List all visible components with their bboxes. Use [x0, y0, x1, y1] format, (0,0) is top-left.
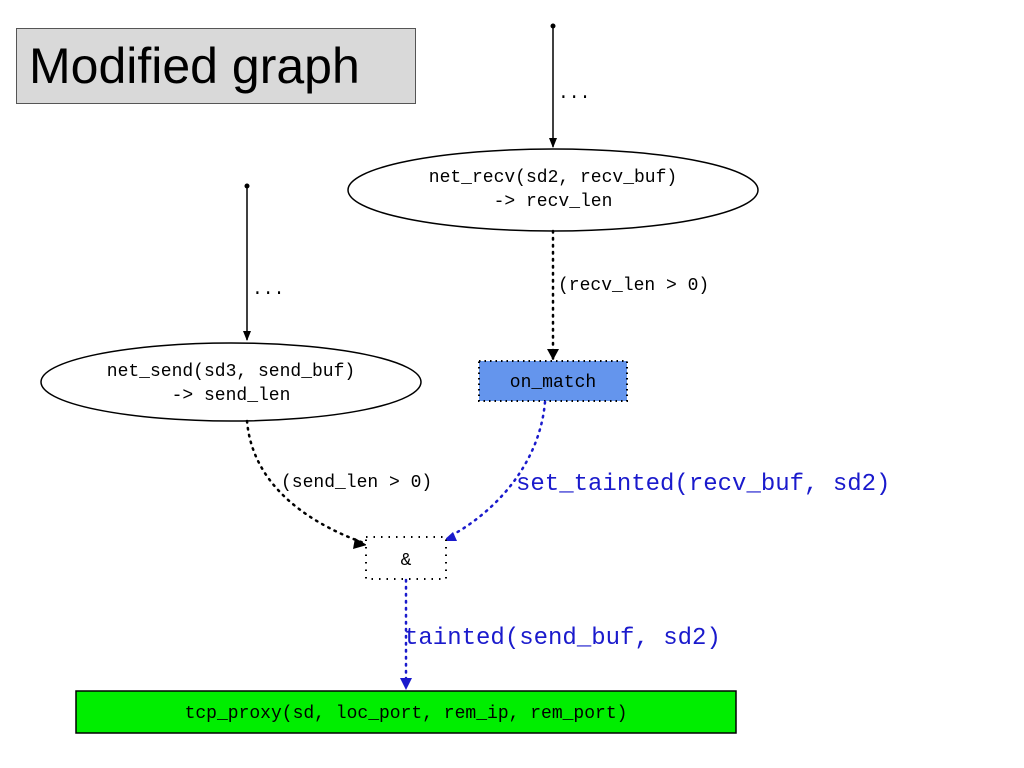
recv-entry-ellipsis: ...	[558, 84, 590, 104]
edge-entry-net-send: ...	[243, 183, 284, 341]
on-match-box	[478, 360, 628, 402]
node-on-match: on_match	[478, 360, 628, 402]
node-tcp-proxy: tcp_proxy(sd, loc_port, rem_ip, rem_port…	[75, 690, 737, 734]
tcp-proxy-label: tcp_proxy(sd, loc_port, rem_ip, rem_port…	[185, 704, 628, 724]
page-title: Modified graph	[29, 38, 360, 94]
net-recv-line2: -> recv_len	[494, 192, 613, 212]
node-net-recv: net_recv(sd2, recv_buf) -> recv_len	[347, 148, 759, 232]
and-label: &	[401, 551, 412, 571]
send-condition-label: (send_len > 0)	[281, 473, 432, 493]
tcp-proxy-box	[75, 690, 737, 734]
edge-recv-to-on-match: (recv_len > 0)	[547, 229, 709, 361]
tainted-label: tainted(send_buf, sd2)	[404, 625, 721, 652]
on-match-label: on_match	[510, 373, 596, 393]
net-send-line2: -> send_len	[172, 386, 291, 406]
edge-entry-net-recv: ...	[549, 23, 590, 148]
net-send-line1: net_send(sd3, send_buf)	[107, 362, 355, 382]
edge-and-to-tcp-proxy: tainted(send_buf, sd2)	[400, 578, 721, 690]
title-box: Modified graph	[16, 28, 416, 104]
recv-condition-label: (recv_len > 0)	[558, 276, 709, 296]
send-entry-ellipsis: ...	[252, 280, 284, 300]
edge-send-to-and: (send_len > 0)	[245, 419, 432, 549]
edge-on-match-to-and: set_tainted(recv_buf, sd2)	[443, 400, 890, 541]
node-and: &	[365, 536, 447, 580]
and-box	[365, 536, 447, 580]
set-tainted-label: set_tainted(recv_buf, sd2)	[516, 471, 890, 498]
node-net-send: net_send(sd3, send_buf) -> send_len	[40, 342, 422, 422]
net-recv-line1: net_recv(sd2, recv_buf)	[429, 168, 677, 188]
